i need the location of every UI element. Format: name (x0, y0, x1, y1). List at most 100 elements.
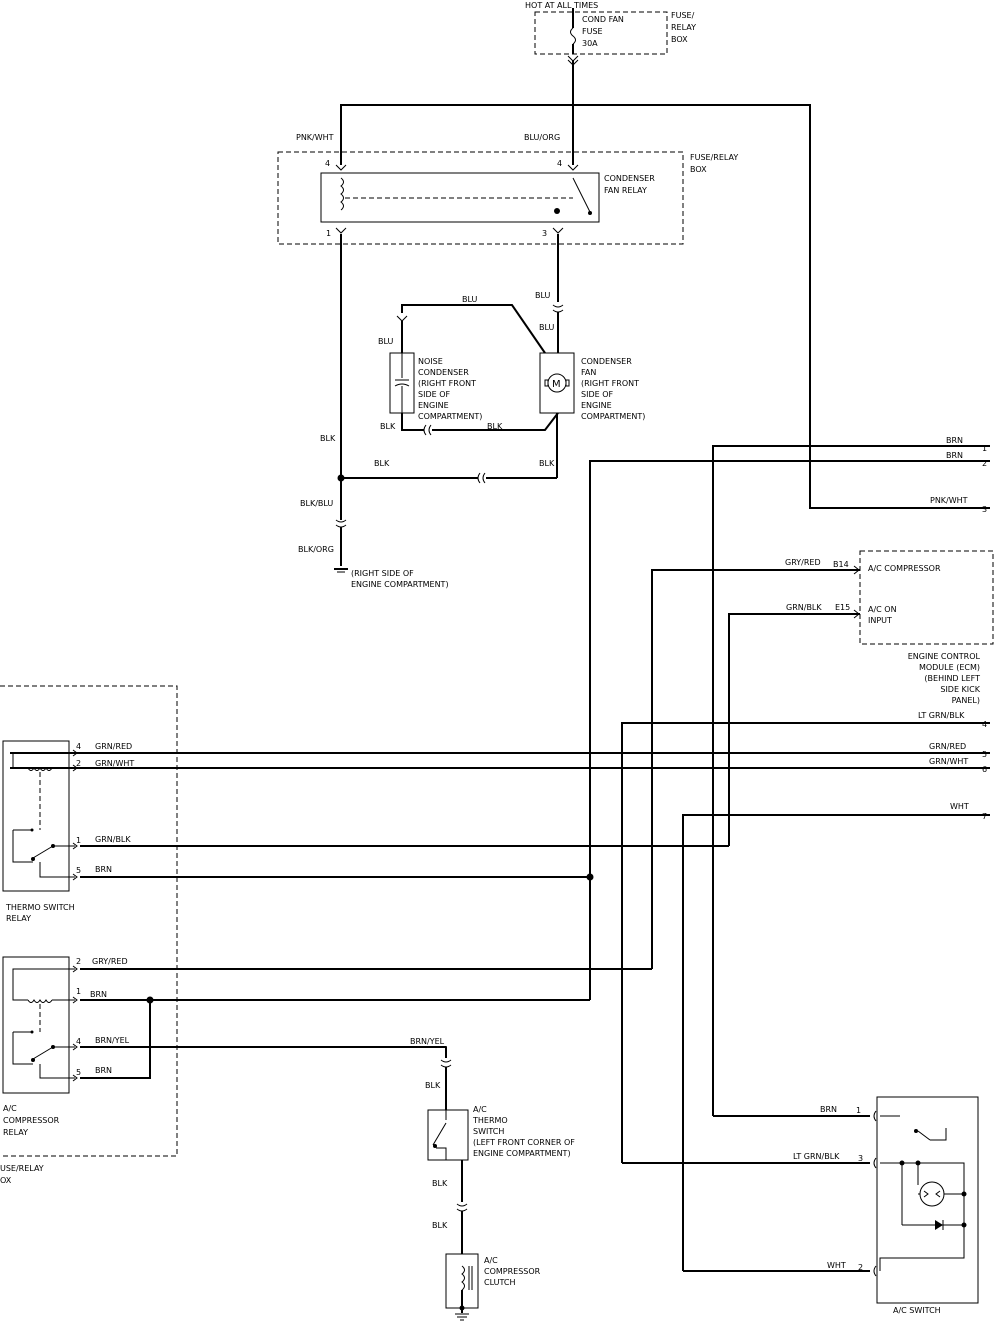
right-wire-6: GRN/WHT (929, 757, 968, 766)
thermo-relay-name-1: THERMO SWITCH (5, 903, 75, 912)
right-pin-1: 1 (982, 444, 987, 453)
comp-relay-pin-2: 2 (76, 957, 81, 966)
ac-switch: BRN 1 LT GRN/BLK 3 WHT 2 A/C SWITCH (622, 1096, 979, 1315)
right-wire-3: PNK/WHT (930, 496, 968, 505)
label-brn-yel-switch: BRN/YEL (410, 1037, 445, 1046)
label-blk-clutch: BLK (432, 1221, 448, 1230)
relay-name-2: FAN RELAY (604, 186, 647, 195)
label-blk-org: BLK/ORG (298, 545, 334, 554)
ac-switch-wire-3: LT GRN/BLK (793, 1152, 840, 1161)
thermo-relay-pin-1: 1 (76, 836, 81, 845)
condenser-fan-motor: M CONDENSER FAN (RIGHT FRONT SIDE OF ENG… (539, 352, 645, 421)
ecm-name-4: SIDE KICK (940, 685, 980, 694)
right-pin-6: 6 (982, 765, 987, 774)
ecm-name-2: MODULE (ECM) (919, 663, 980, 672)
ac-compressor-relay: 2 GRY/RED 1 BRN 4 BRN/YEL 5 BRN A/C COMP… (2, 956, 130, 1137)
ground-label-1: (RIGHT SIDE OF (351, 569, 414, 578)
relay-pin-1: 1 (326, 229, 331, 238)
label-blu-noise: BLU (378, 337, 394, 346)
label-blk-thermo-in: BLK (425, 1081, 441, 1090)
ac-switch-pin-2: 2 (858, 1263, 863, 1272)
noise-label-3: (RIGHT FRONT (418, 379, 476, 388)
clutch-name-2: COMPRESSOR (484, 1267, 541, 1276)
thermo-relay-pin-5: 5 (76, 866, 81, 875)
fuse-box-label-1: FUSE/ (671, 11, 695, 20)
fuse-name-2: FUSE (582, 27, 603, 36)
right-pin-5: 5 (982, 750, 987, 759)
fan-label-2: FAN (581, 368, 596, 377)
engine-control-module: GRY/RED B14 A/C COMPRESSOR GRN/BLK E15 A… (651, 550, 994, 969)
ecm-label-e15: A/C ON (868, 605, 897, 614)
fan-label-6: COMPARTMENT) (581, 412, 645, 421)
label-blu-relay: BLU (535, 291, 551, 300)
comp-relay-wire-4: BRN/YEL (95, 1036, 130, 1045)
thermo-relay-pin-2: 2 (76, 759, 81, 768)
noise-label-6: COMPARTMENT) (418, 412, 482, 421)
comp-relay-pin-5: 5 (76, 1068, 81, 1077)
noise-label-1: NOISE (418, 357, 443, 366)
fan-label-3: (RIGHT FRONT (581, 379, 639, 388)
right-pin-4: 4 (982, 720, 987, 729)
relay-pin-4-right: 4 (557, 159, 562, 168)
clutch-name-3: CLUTCH (484, 1278, 516, 1287)
fan-label-4: SIDE OF (581, 390, 613, 399)
noise-label-4: SIDE OF (418, 390, 450, 399)
right-connector: BRN 1 BRN 2 PNK/WHT 3 LT GRN/BLK 4 GRN/R… (10, 436, 990, 1271)
ac-switch-pin-3: 3 (858, 1154, 863, 1163)
thermo-switch-name-2: THERMO (472, 1116, 508, 1125)
ground-symbol (334, 568, 348, 573)
right-pin-7: 7 (982, 812, 987, 821)
thermo-switch-name-4: (LEFT FRONT CORNER OF (473, 1138, 575, 1147)
ecm-pin-b14: B14 (833, 560, 849, 569)
right-wire-5: GRN/RED (929, 742, 966, 751)
wire-pnk-wht (340, 104, 990, 509)
thermo-relay-pin-4: 4 (76, 742, 81, 751)
relay-pin-3: 3 (542, 229, 547, 238)
label-blu-org: BLU/ORG (524, 133, 560, 142)
comp-relay-name-2: COMPRESSOR (3, 1116, 60, 1125)
right-wire-7: WHT (950, 802, 969, 811)
noise-condenser: BLU BLU NOISE CONDENSER (RIGHT FRONT SID… (378, 295, 559, 436)
fan-label-5: ENGINE (581, 401, 612, 410)
fuse-name-3: 30A (582, 39, 598, 48)
thermo-relay-name-2: RELAY (6, 914, 31, 923)
ecm-name-1: ENGINE CONTROL (908, 652, 981, 661)
thermo-switch-name-5: ENGINE COMPARTMENT) (473, 1149, 571, 1158)
ac-thermo-switch: BRN/YEL BLK A/C THERMO SWITCH (LEFT FRON… (410, 1037, 575, 1161)
label-blk-noise: BLK (380, 422, 396, 431)
left-box-label-2: OX (0, 1176, 12, 1185)
ecm-name-3: (BEHIND LEFT (924, 674, 980, 683)
ecm-name-5: PANEL) (952, 696, 980, 705)
label-blk-main: BLK (320, 434, 336, 443)
ecm-pin-e15: E15 (835, 603, 850, 612)
label-blu-fan: BLU (539, 323, 555, 332)
comp-relay-name-3: RELAY (3, 1128, 28, 1137)
thermo-switch-name-1: A/C (473, 1105, 487, 1114)
left-box-label-1: USE/RELAY (0, 1164, 44, 1173)
right-wire-4: LT GRN/BLK (918, 711, 965, 720)
fuse-box-label-2: RELAY (671, 23, 696, 32)
right-pin-2: 2 (982, 459, 987, 468)
ecm-label-input: INPUT (868, 616, 892, 625)
condenser-fan-relay: 4 4 1 3 CONDENSER FAN RELAY FUSE/RELAY B… (277, 151, 738, 245)
ecm-label-b14: A/C COMPRESSOR (868, 564, 941, 573)
motor-symbol: M (552, 379, 561, 390)
label-blk-fan-ground: BLK (539, 459, 555, 468)
thermo-relay-wire-2: GRN/WHT (95, 759, 134, 768)
comp-relay-wire-1: BRN (90, 990, 107, 999)
label-blk-blu: BLK/BLU (300, 499, 333, 508)
relay-pin-4-left: 4 (325, 159, 330, 168)
comp-relay-name-1: A/C (3, 1104, 17, 1113)
ecm-wire-b14: GRY/RED (785, 558, 821, 567)
right-pin-3: 3 (982, 505, 987, 514)
label-blk-thermo-out: BLK (432, 1179, 448, 1188)
label-pnk-wht: PNK/WHT (296, 133, 334, 142)
right-wire-2: BRN (946, 451, 963, 460)
clutch-name-1: A/C (484, 1256, 498, 1265)
fan-label-1: CONDENSER (581, 357, 632, 366)
label-blk-horizontal: BLK (374, 459, 390, 468)
thermo-switch-relay: 4 GRN/RED 2 GRN/WHT 1 GRN/BLK 5 BRN THER… (2, 740, 134, 923)
thermo-relay-wire-1: GRN/BLK (95, 835, 131, 844)
ac-switch-pin-1: 1 (856, 1106, 861, 1115)
